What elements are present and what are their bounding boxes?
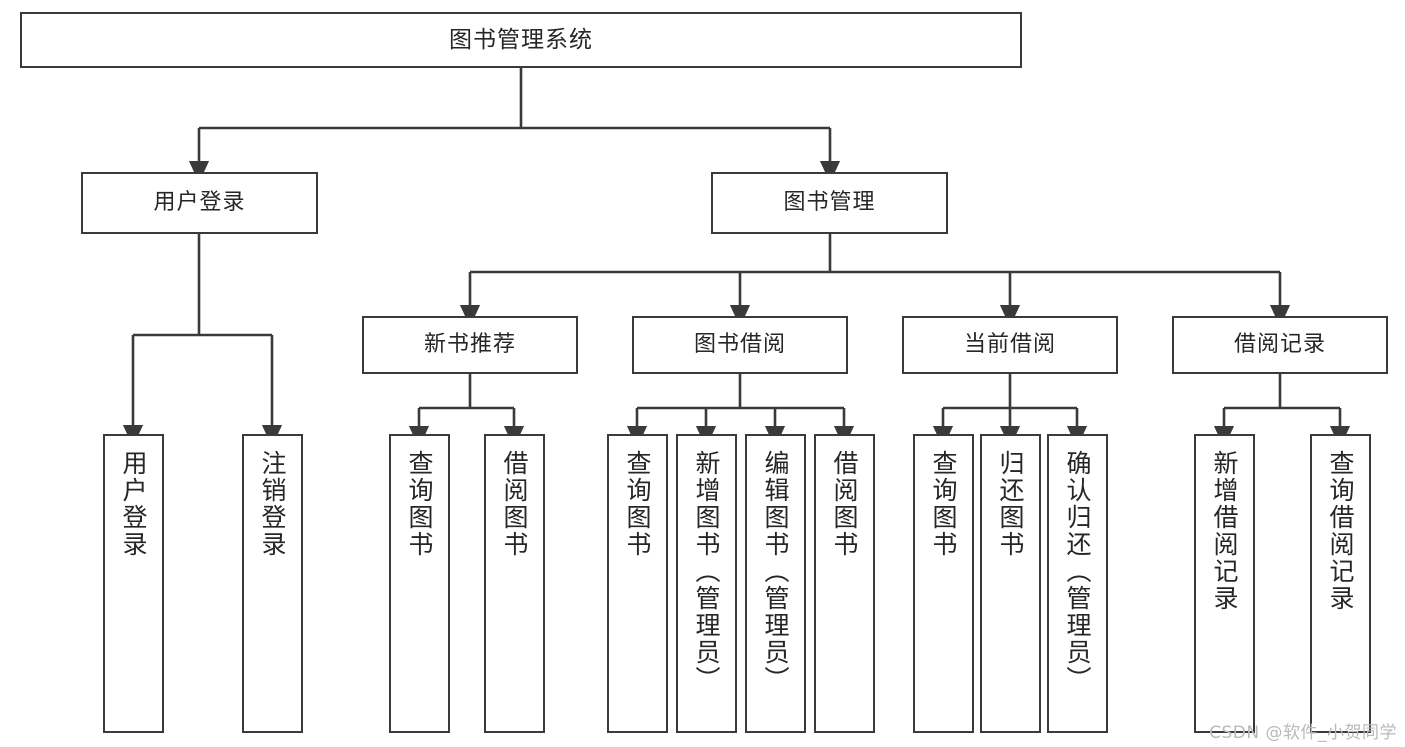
node-label: 图书管理系统 [449, 26, 593, 53]
node-label: 借阅图书 [830, 450, 859, 558]
node-label: 编辑图书（管理员） [761, 450, 790, 693]
node-label: 新书推荐 [423, 331, 516, 357]
node-label: 用户登录 [153, 189, 246, 215]
leaf-query-book-current[interactable]: 查询图书 [913, 434, 974, 733]
leaf-borrow-book[interactable]: 借阅图书 [814, 434, 875, 733]
node-label: 借阅图书 [500, 450, 529, 558]
node-label: 新增借阅记录 [1210, 450, 1239, 612]
node-label: 当前借阅 [963, 331, 1056, 357]
node-user-login[interactable]: 用户登录 [81, 172, 318, 234]
node-label: 图书借阅 [693, 331, 786, 357]
csdn-watermark: CSDN @软件_小贺同学 [1209, 723, 1397, 743]
node-label: 查询图书 [929, 450, 958, 558]
node-label: 查询图书 [623, 450, 652, 558]
node-label: 注销登录 [258, 450, 287, 558]
leaf-borrow-book-recommend[interactable]: 借阅图书 [484, 434, 545, 733]
node-label: 图书管理 [783, 189, 876, 215]
node-label: 查询借阅记录 [1326, 450, 1355, 612]
leaf-add-book[interactable]: 新增图书（管理员） [676, 434, 737, 733]
node-label: 查询图书 [405, 450, 434, 558]
leaf-edit-book[interactable]: 编辑图书（管理员） [745, 434, 806, 733]
node-label: 用户登录 [119, 450, 148, 558]
node-new-book-recommend[interactable]: 新书推荐 [362, 316, 578, 374]
leaf-user-login[interactable]: 用户登录 [103, 434, 164, 733]
node-borrow-record[interactable]: 借阅记录 [1172, 316, 1388, 374]
leaf-query-book-borrow[interactable]: 查询图书 [607, 434, 668, 733]
node-label: 新增图书（管理员） [692, 450, 721, 693]
node-label: 借阅记录 [1233, 331, 1326, 357]
leaf-user-logout[interactable]: 注销登录 [242, 434, 303, 733]
leaf-query-book-recommend[interactable]: 查询图书 [389, 434, 450, 733]
node-label: 归还图书 [996, 450, 1025, 558]
node-label: 确认归还（管理员） [1063, 450, 1092, 693]
node-book-management[interactable]: 图书管理 [711, 172, 948, 234]
leaf-return-book[interactable]: 归还图书 [980, 434, 1041, 733]
leaf-query-borrow-record[interactable]: 查询借阅记录 [1310, 434, 1371, 733]
node-root-system[interactable]: 图书管理系统 [20, 12, 1022, 68]
node-current-borrow[interactable]: 当前借阅 [902, 316, 1118, 374]
leaf-add-borrow-record[interactable]: 新增借阅记录 [1194, 434, 1255, 733]
node-book-borrow[interactable]: 图书借阅 [632, 316, 848, 374]
leaf-confirm-return[interactable]: 确认归还（管理员） [1047, 434, 1108, 733]
